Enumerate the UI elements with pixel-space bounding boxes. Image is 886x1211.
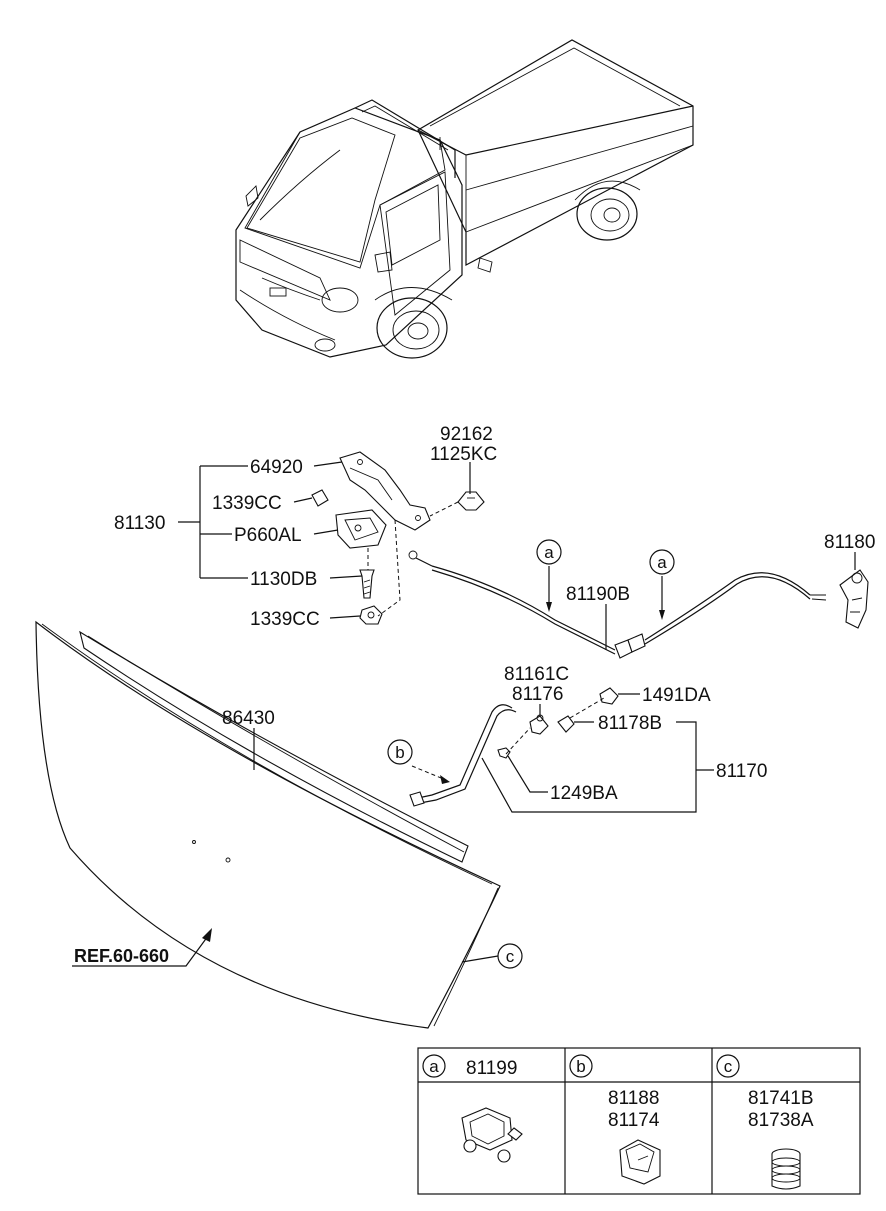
callout-1130DB: 1130DB	[250, 569, 317, 590]
callout-1249BA: 1249BA	[550, 783, 618, 804]
marker-b: b	[395, 743, 404, 762]
marker-a-right: a	[657, 553, 667, 572]
callout-1125KC: 1125KC	[430, 444, 497, 465]
legend-table: a 81199 b 81188 81174 c 81741B 81738A	[417, 1047, 861, 1195]
leader-lines	[72, 461, 856, 967]
callout-86430: 86430	[222, 708, 275, 729]
ref-label: REF.60-660	[74, 946, 169, 966]
legend-part-81174: 81174	[608, 1110, 660, 1131]
marker-a-circle	[536, 539, 562, 565]
marker-a-circle	[649, 549, 675, 575]
marker-b-circle	[387, 739, 413, 765]
legend-marker-a: a	[429, 1057, 439, 1076]
marker-c: c	[506, 947, 515, 966]
callout-1339CC-upper: 1339CC	[212, 493, 282, 514]
marker-c-circle	[497, 943, 523, 969]
callout-81178B: 81178B	[598, 713, 662, 734]
hood-latch-assembly	[311, 451, 485, 625]
callout-P660AL: P660AL	[234, 525, 302, 546]
legend-part-81738A: 81738A	[748, 1110, 814, 1131]
callout-1339CC-lower: 1339CC	[250, 609, 320, 630]
callout-81190B: 81190B	[566, 584, 630, 605]
callout-81176: 81176	[512, 684, 563, 705]
hood-stay-rod	[409, 687, 619, 807]
legend-part-81188: 81188	[608, 1088, 659, 1109]
callout-labels: 92162 1125KC 64920 1339CC 81130 P660AL 1…	[74, 424, 875, 966]
clip-81199-icon	[461, 1107, 523, 1163]
legend-part-81741B: 81741B	[748, 1088, 814, 1109]
legend-marker-b: b	[576, 1057, 585, 1076]
truck-illustration	[235, 39, 694, 359]
callout-81180: 81180	[824, 532, 875, 553]
callout-1491DA: 1491DA	[642, 685, 711, 706]
bumper-81741B-icon	[771, 1148, 801, 1190]
legend-marker-c: c	[724, 1057, 733, 1076]
callout-81130: 81130	[114, 513, 165, 534]
callout-81170: 81170	[716, 761, 767, 782]
callout-64920: 64920	[250, 457, 303, 478]
callout-92162: 92162	[440, 424, 493, 445]
hood-release-cable	[408, 550, 869, 659]
hood-panel	[35, 620, 501, 1029]
legend-part-81199: 81199	[466, 1058, 517, 1079]
callout-81161C: 81161C	[504, 664, 569, 685]
circle-markers: a a b c	[387, 539, 675, 969]
clip-81188-icon	[619, 1139, 661, 1185]
marker-a-left: a	[544, 543, 554, 562]
